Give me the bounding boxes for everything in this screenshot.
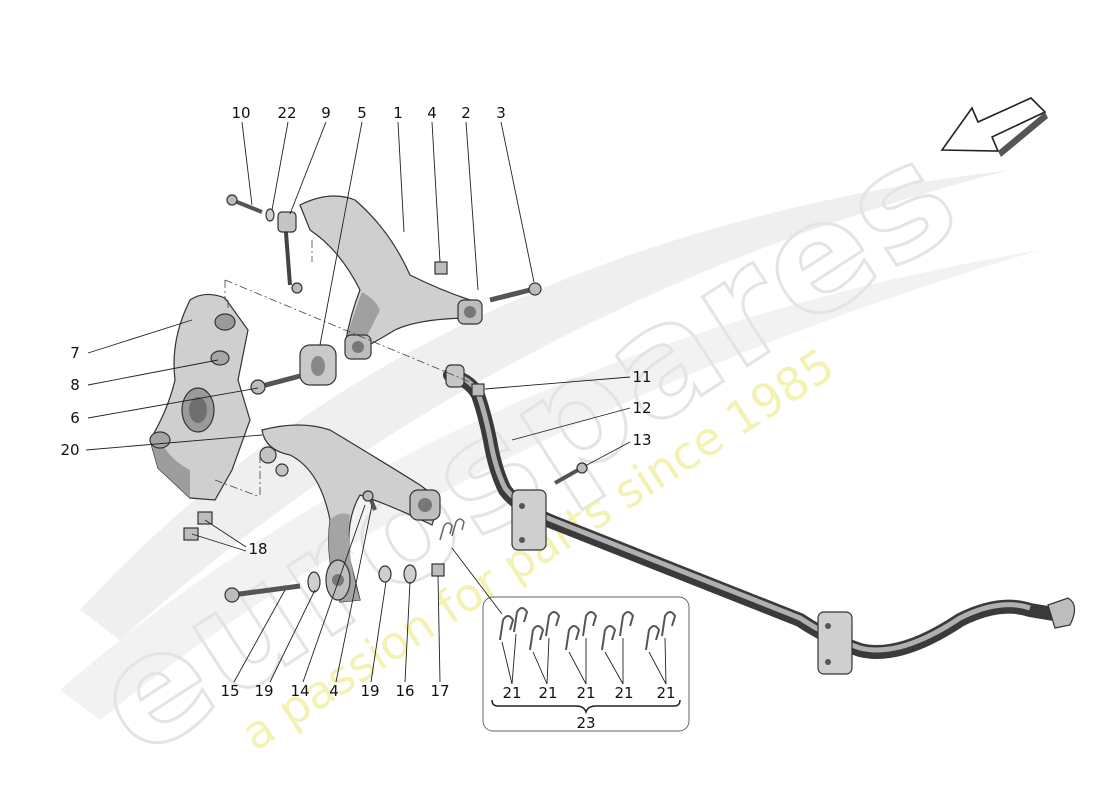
nut-17: [431, 563, 445, 577]
callout-11: 11: [632, 368, 651, 386]
brace-23: [491, 699, 681, 715]
bolt-3: [489, 282, 542, 303]
callout-22: 22: [277, 104, 296, 122]
callout-21-5: 21: [656, 684, 675, 702]
nut-11: [471, 383, 485, 397]
callout-21-3: 21: [576, 684, 595, 702]
clips-near-arm: [439, 518, 465, 541]
callout-4-bottom: 4: [329, 682, 339, 700]
callout-4-top: 4: [427, 104, 437, 122]
stabilizer-link: [277, 211, 303, 294]
leader-lines: [85, 121, 667, 685]
callout-2: 2: [461, 104, 471, 122]
washer-19-right: [378, 565, 392, 583]
callout-7: 7: [70, 344, 80, 362]
bar-end-right: [1047, 597, 1076, 629]
nut-4-upper: [434, 261, 448, 275]
assembly-guide-lines: [214, 240, 471, 498]
steering-knuckle: [149, 293, 251, 501]
callout-6: 6: [70, 409, 80, 427]
callout-21-4: 21: [614, 684, 633, 702]
clip-icons: [499, 607, 677, 651]
bolt-14: [362, 490, 377, 511]
callout-3: 3: [496, 104, 506, 122]
direction-arrow-icon: [940, 97, 1048, 157]
callout-8: 8: [70, 376, 80, 394]
callout-16: 16: [395, 682, 414, 700]
bolt-15: [224, 583, 301, 603]
callout-14: 14: [290, 682, 309, 700]
callout-23: 23: [576, 714, 595, 732]
callout-19-right: 19: [360, 682, 379, 700]
washer-19-left: [307, 571, 321, 593]
callouts: 10 22 9 5 1 4 2 3 7 8 6 20 11 12 13 18 1…: [60, 104, 675, 732]
bolt-6: [250, 373, 301, 395]
bar-clamp-upper: [511, 489, 547, 551]
callout-20: 20: [60, 441, 79, 459]
bar-clamp-lower: [817, 611, 853, 675]
callout-17: 17: [430, 682, 449, 700]
washer-16: [403, 564, 417, 584]
callout-21-2: 21: [538, 684, 557, 702]
upper-control-arm: [299, 195, 483, 360]
nuts-18: [183, 511, 213, 541]
callout-13: 13: [632, 431, 651, 449]
watermark-swoosh: [60, 170, 1040, 720]
callout-10: 10: [231, 104, 250, 122]
callout-18: 18: [248, 540, 267, 558]
callout-5: 5: [357, 104, 367, 122]
callout-15: 15: [220, 682, 239, 700]
callout-9: 9: [321, 104, 331, 122]
callout-12: 12: [632, 399, 651, 417]
callout-19-left: 19: [254, 682, 273, 700]
washer-22: [265, 208, 275, 222]
bolt-10: [226, 194, 263, 214]
stabilizer-bar: [443, 364, 1067, 659]
bolt-13: [554, 462, 588, 485]
bushing-5: [299, 344, 337, 386]
callout-21-1: 21: [502, 684, 521, 702]
callout-1: 1: [393, 104, 403, 122]
